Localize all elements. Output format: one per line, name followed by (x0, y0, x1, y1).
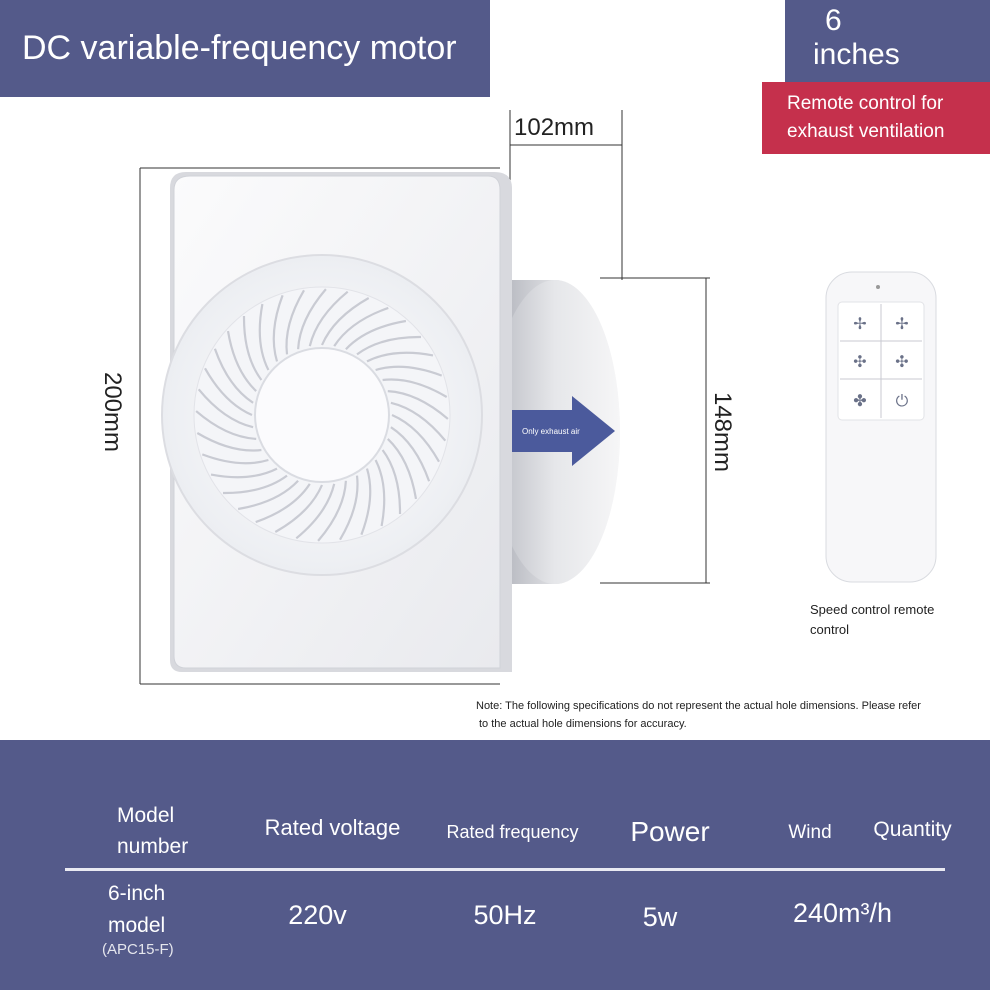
fan-speed-mid-icon[interactable]: ✢ (895, 314, 908, 333)
fan-vane (382, 378, 448, 398)
size-unit: inches (813, 38, 900, 71)
fan-vane (374, 459, 386, 527)
fan-mode-icon[interactable]: ✤ (853, 391, 866, 410)
header-model: Model number (95, 800, 237, 862)
fan-vane (333, 306, 389, 347)
remote-caption: Speed control remote control (810, 600, 980, 640)
fan-illustration: Only exhaust air ✢ ✢ ✣ ✣ ✤ ⏻ (139, 110, 937, 685)
depth-dimension-label: 102mm (514, 114, 595, 141)
fan-vane (196, 432, 262, 452)
fan-vane (390, 426, 431, 482)
size-badge: 6 inches (785, 0, 990, 85)
header-model-line2: number (117, 835, 189, 858)
fan-vane (197, 388, 254, 429)
fan-vane (366, 351, 434, 363)
hole-dimension-note: Note: The following specifications do no… (476, 697, 986, 733)
fan-vane (360, 468, 372, 536)
header-quantity: Quantity (873, 818, 952, 841)
fan-vane (201, 453, 269, 465)
fan-vane (274, 484, 324, 533)
fan-vane (345, 319, 407, 350)
row-voltage: 220v (288, 900, 347, 930)
remote-badge-line2: exhaust ventilation (787, 121, 945, 142)
note-line1: Note: The following specifications do no… (476, 700, 921, 712)
fan-speed-high-icon[interactable]: ✣ (853, 352, 866, 371)
remote-badge: Remote control for exhaust ventilation (762, 82, 990, 154)
fan-vane (387, 390, 449, 420)
fan-vane (213, 348, 254, 404)
remote-caption-line1: Speed control remote (810, 602, 935, 617)
row-model: 6-inch model (APC15-F) (100, 878, 228, 958)
fan-vane (255, 483, 311, 524)
fan-vane (237, 480, 299, 511)
title-text: DC variable-frequency motor (22, 29, 457, 67)
remote-badge-line1: Remote control for (787, 93, 944, 114)
fan-vane (285, 289, 305, 355)
height-dimension-label: 200mm (99, 371, 126, 453)
title-banner: DC variable-frequency motor (0, 0, 490, 97)
fan-vane (390, 401, 447, 442)
fan-vane (308, 290, 349, 347)
header-wind: Wind (788, 822, 832, 843)
airflow-label: Only exhaust air (522, 427, 580, 436)
size-number: 6 (825, 4, 842, 37)
row-model-line1: 6-inch (108, 882, 166, 905)
fan-vane (210, 467, 278, 479)
fan-vane (297, 288, 327, 350)
fan-vane (375, 365, 443, 377)
fan-vane (339, 475, 359, 541)
header-frequency: Rated frequency (446, 822, 579, 842)
fan-vanes (195, 288, 449, 542)
header-power: Power (630, 816, 710, 847)
fan-vane (258, 303, 270, 371)
fan-speed-max-icon[interactable]: ✣ (895, 352, 908, 371)
header-model-line1: Model (117, 804, 175, 827)
fan-vane (317, 480, 347, 542)
fan-vane (356, 335, 422, 356)
row-model-code: (APC15-F) (102, 941, 174, 958)
fan-vane (195, 410, 257, 440)
remote-control: ✢ ✢ ✣ ✣ ✤ ⏻ (825, 271, 937, 583)
fan-vane (242, 315, 263, 381)
remote-caption-line2: control (810, 622, 850, 637)
note-line2: to the actual hole dimensions for accura… (479, 718, 687, 730)
fan-speed-low-icon[interactable]: ✢ (853, 314, 866, 333)
fan-vane (320, 297, 370, 346)
fan-vane (204, 367, 253, 417)
row-power: 5w (642, 902, 678, 932)
duct-dimension-label: 148mm (709, 391, 736, 473)
fan-vane (272, 294, 284, 362)
fan-vane (295, 483, 336, 540)
power-icon[interactable]: ⏻ (896, 391, 909, 410)
row-model-line2: model (108, 914, 166, 937)
airflow-arrow: Only exhaust air (512, 396, 615, 466)
fan-vane (391, 413, 440, 463)
header-voltage: Rated voltage (264, 815, 401, 840)
fan-panel (161, 172, 512, 672)
row-frequency: 50Hz (473, 900, 537, 930)
row-wind: 240m³/h (792, 898, 893, 928)
specifications-panel: Model number Rated voltage Rated frequen… (0, 740, 990, 990)
fan-vane (387, 438, 418, 500)
fan-vane (222, 474, 288, 495)
fan-vane (226, 330, 257, 392)
fan-vane (381, 449, 402, 515)
table-divider (65, 868, 945, 871)
